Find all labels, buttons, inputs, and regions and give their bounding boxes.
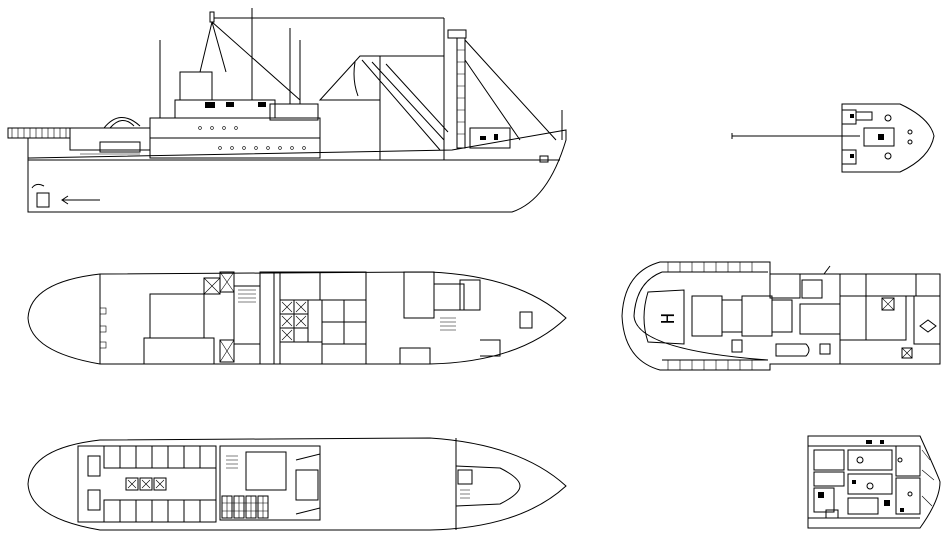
fore-mast [456,37,466,149]
hangar-block [318,55,445,161]
helipad [643,289,685,345]
accommodation-block [77,445,217,523]
rudder-box [36,192,50,208]
hold-aft [149,293,205,339]
helideck-outline [621,261,941,371]
console-icon [856,456,913,497]
hull-outline [27,129,567,213]
portholes [198,126,306,150]
mess-tables [221,495,269,519]
helipad-letter: H [658,313,679,324]
forepeak-store [455,465,521,507]
lifeboat [775,343,810,357]
forecastle-outline [841,103,935,173]
ship-profile-view [7,8,567,213]
bridge-deck-plan-view [807,435,941,529]
stair-main-deck [440,317,456,331]
stern-arrow [61,195,100,205]
forecastle-plan-view [731,103,935,173]
cabin-row [87,445,217,523]
lower-deck-outline [27,437,567,531]
main-deck-outline [27,271,567,365]
a-frame [103,117,141,129]
cabin-grid [279,271,367,365]
mess-block [219,445,321,521]
helideck-plan-view: H [621,261,941,371]
bridge-deck-outline [807,435,941,529]
helideck-edge [633,271,769,361]
liferaft-icon [919,319,937,333]
lower-deck-plan-view [27,437,567,531]
hangar-plan [691,295,723,337]
stern-rail [7,127,71,139]
main-deck-plan-view [27,271,567,365]
windlass-icon [884,114,913,160]
crane-booms [353,59,449,151]
